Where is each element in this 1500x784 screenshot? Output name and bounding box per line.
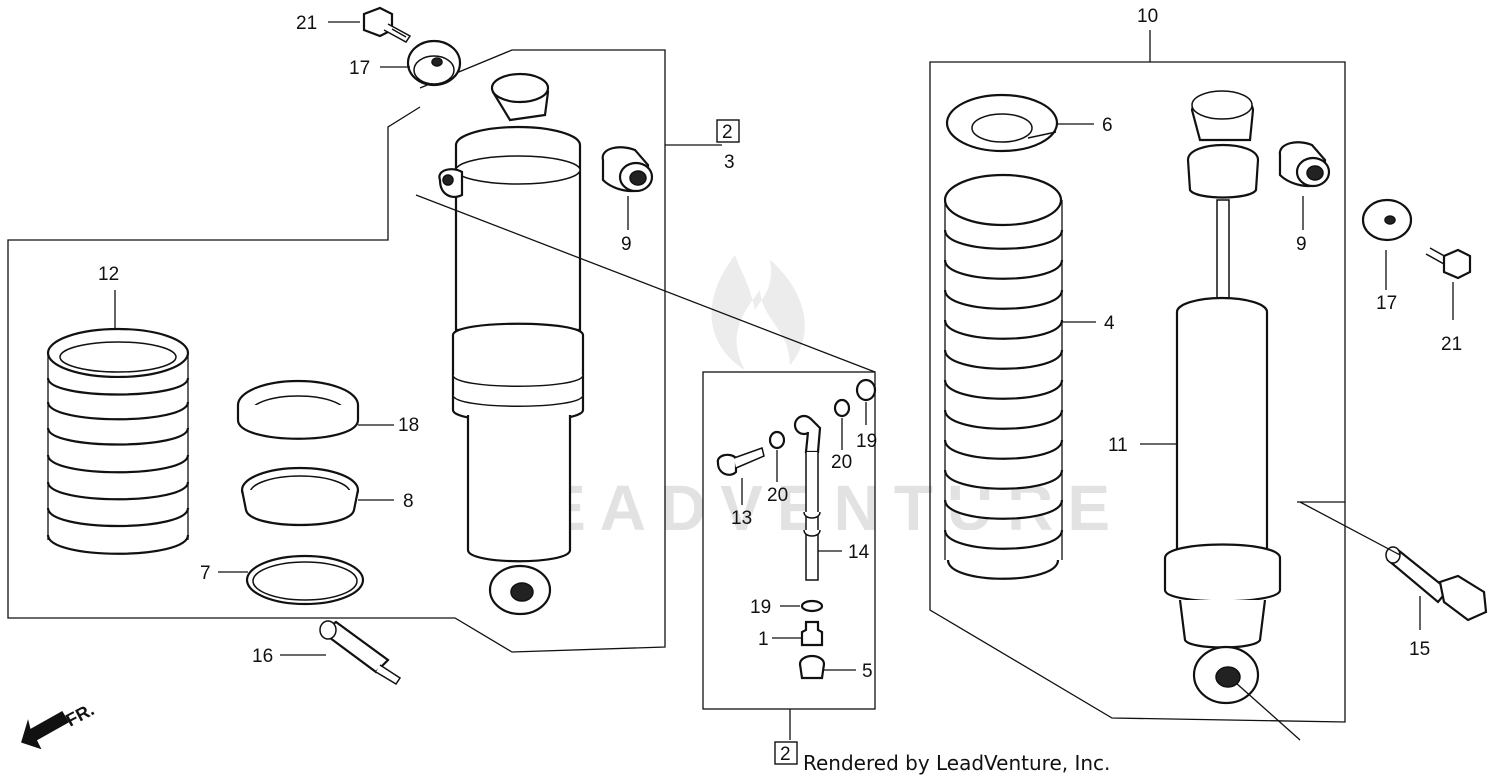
callout-3: 3 — [724, 152, 735, 173]
callout-labels: 21 17 2 3 9 12 18 8 7 16 10 6 4 11 9 17 … — [98, 6, 1462, 765]
callout-17-right: 17 — [1376, 293, 1397, 314]
part-20-washer-a — [768, 430, 786, 450]
part-8-collar — [240, 466, 360, 527]
part-9-bushing-right — [1278, 141, 1331, 188]
credit-text: Rendered by LeadVenture, Inc. — [803, 751, 1110, 775]
part-7-circlip — [245, 554, 365, 606]
part-15-bolt — [1385, 546, 1488, 622]
hose-kit-boundary — [702, 371, 876, 710]
part-19-washer-bottom — [800, 599, 824, 613]
callout-19-top: 19 — [856, 431, 877, 452]
callout-2: 2 — [722, 122, 733, 143]
callout-20-left: 20 — [767, 485, 788, 506]
callout-21-right: 21 — [1441, 334, 1462, 355]
part-1-valve — [800, 620, 824, 647]
callout-19-bottom: 19 — [750, 597, 771, 618]
front-arrow-icon — [21, 710, 70, 750]
callout-9-right: 9 — [1296, 234, 1307, 255]
right-assembly-boundary — [929, 61, 1346, 723]
callout-17: 17 — [349, 58, 370, 79]
callout-5: 5 — [862, 661, 873, 682]
callout-10: 10 — [1137, 6, 1158, 27]
callout-6: 6 — [1102, 115, 1113, 136]
callout-12: 12 — [98, 264, 119, 285]
callout-11: 11 — [1108, 435, 1128, 456]
callout-13: 13 — [731, 508, 752, 529]
front-direction-indicator: FR. — [21, 699, 97, 750]
part-14-hose — [793, 414, 822, 581]
part-17-washer-top — [406, 39, 462, 87]
part-6-spring-seat — [945, 93, 1059, 153]
part-13-bolt — [716, 447, 765, 476]
part-16-pivot-bolt — [319, 620, 402, 686]
callout-4: 4 — [1104, 313, 1115, 334]
callout-16: 16 — [252, 646, 273, 667]
callout-2-bottom-box — [774, 741, 798, 765]
part-18-seal-ring — [236, 379, 360, 440]
left-assembly-boundary — [7, 49, 666, 653]
part-11-right-shock — [1163, 90, 1282, 705]
callout-1: 1 — [758, 629, 769, 650]
part-12-spring-left — [46, 327, 190, 555]
part-9-bushing-left — [601, 146, 654, 193]
part-3-left-shock — [438, 72, 585, 616]
callout-2-bottom: 2 — [780, 744, 791, 765]
callout-20-right: 20 — [831, 452, 852, 473]
part-17-washer-right — [1361, 198, 1413, 242]
callout-8: 8 — [403, 491, 414, 512]
part-20-washer-b — [833, 398, 851, 418]
front-label: FR. — [62, 699, 97, 730]
part-5-cap — [798, 654, 826, 680]
callout-15: 15 — [1409, 639, 1430, 660]
part-21-bolt-right — [1425, 247, 1472, 280]
hose-leader-line — [415, 194, 876, 373]
part-19-washer-top — [855, 378, 877, 402]
part-4-spring-right — [943, 173, 1064, 580]
callout-14: 14 — [848, 542, 870, 563]
leader-lines — [114, 21, 1454, 671]
callout-21: 21 — [296, 13, 317, 34]
callout-2-box — [716, 119, 740, 143]
callout-18: 18 — [398, 415, 419, 436]
part-21-bolt-top — [362, 6, 412, 43]
callout-9: 9 — [621, 234, 632, 255]
callout-7: 7 — [200, 563, 211, 584]
